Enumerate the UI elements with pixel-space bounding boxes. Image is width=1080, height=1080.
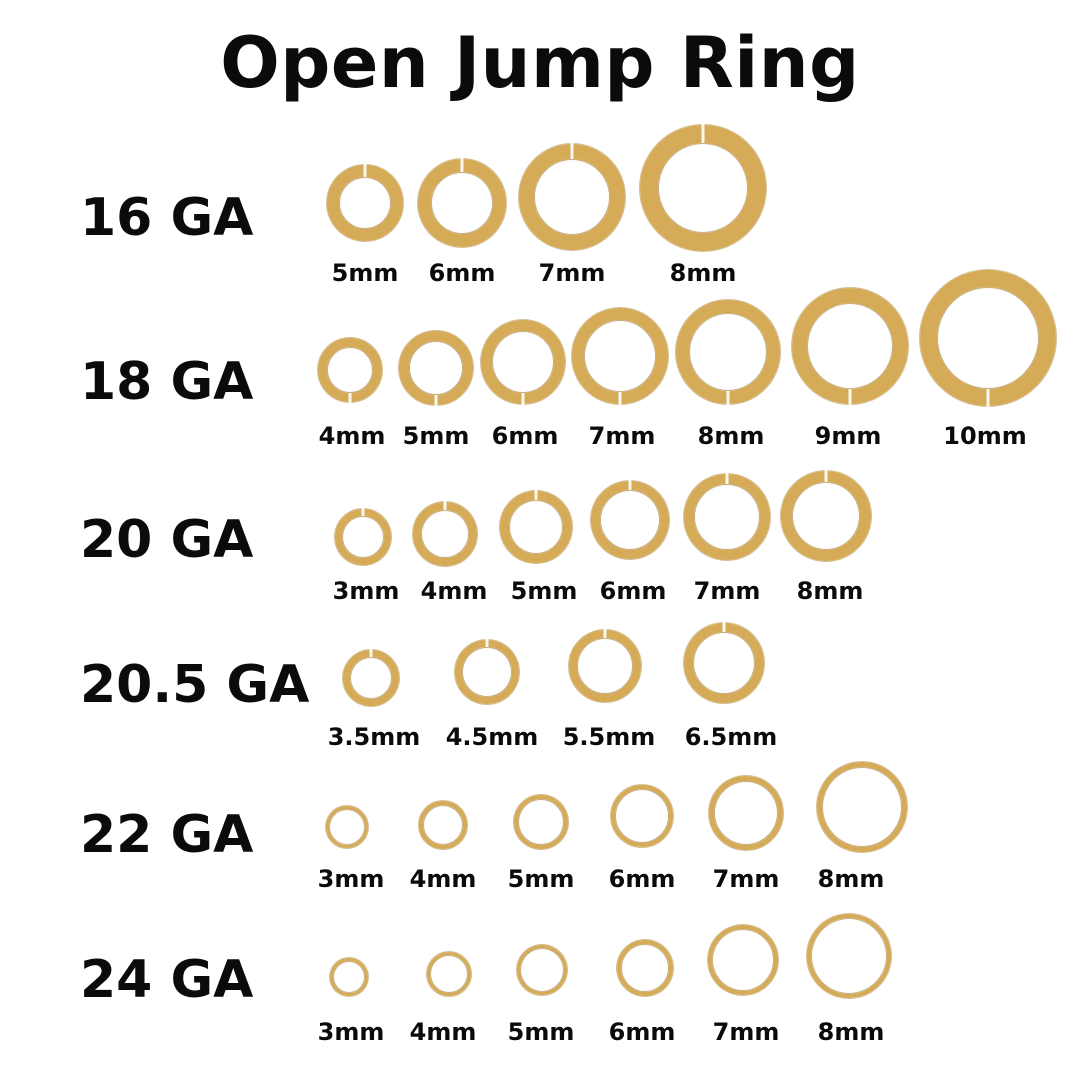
jump-ring-image [399, 331, 473, 405]
gauge-label: 20.5 GA [80, 655, 310, 715]
ring-size-label: 8mm [796, 577, 864, 605]
ring-size-label: 3mm [317, 1018, 385, 1046]
gauge-label: 22 GA [80, 805, 254, 865]
ring-size-label: 3mm [317, 865, 385, 893]
ring-size-label: 4mm [318, 422, 386, 450]
jump-ring-image [684, 623, 764, 703]
jump-ring-image [591, 481, 669, 559]
ring-size-label: 6mm [608, 865, 676, 893]
jump-ring-image [326, 806, 368, 848]
jump-ring-image [343, 650, 399, 706]
jump-ring-image [676, 300, 780, 404]
page-title: Open Jump Ring [220, 22, 860, 104]
ring-size-label: 5mm [507, 865, 575, 893]
jump-ring-image [617, 940, 673, 996]
gauge-label: 20 GA [80, 510, 254, 570]
jump-ring-image [330, 958, 368, 996]
ring-size-label: 7mm [693, 577, 761, 605]
ring-size-label: 5mm [402, 422, 470, 450]
ring-size-label: 5mm [510, 577, 578, 605]
jump-ring-image [514, 795, 568, 849]
ring-size-label: 5mm [507, 1018, 575, 1046]
jump-ring-image [455, 640, 519, 704]
jump-ring-image [335, 509, 391, 565]
jump-ring-image [817, 762, 907, 852]
ring-size-label: 6mm [608, 1018, 676, 1046]
ring-size-label: 6mm [491, 422, 559, 450]
ring-size-label: 4mm [420, 577, 488, 605]
gauge-label: 18 GA [80, 352, 254, 412]
gauge-label: 24 GA [80, 950, 254, 1010]
ring-size-label: 4mm [409, 1018, 477, 1046]
ring-size-label: 4mm [409, 865, 477, 893]
jump-ring-image [709, 776, 783, 850]
jump-ring-image [781, 471, 871, 561]
ring-size-label: 7mm [712, 1018, 780, 1046]
jump-ring-image [418, 159, 506, 247]
ring-size-label: 3mm [332, 577, 400, 605]
ring-size-label: 10mm [943, 422, 1027, 450]
jump-ring-image [920, 270, 1056, 406]
jump-ring-image [327, 165, 403, 241]
ring-size-label: 7mm [538, 259, 606, 287]
jump-ring-image [413, 502, 477, 566]
jump-ring-image [519, 144, 625, 250]
ring-size-label: 8mm [817, 865, 885, 893]
ring-size-label: 7mm [588, 422, 656, 450]
ring-size-label: 8mm [817, 1018, 885, 1046]
jump-ring-image [684, 474, 770, 560]
ring-size-label: 8mm [697, 422, 765, 450]
ring-size-label: 8mm [669, 259, 737, 287]
ring-size-label: 3.5mm [327, 723, 421, 751]
ring-size-label: 5mm [331, 259, 399, 287]
jump-ring-image [569, 630, 641, 702]
jump-ring-image [611, 785, 673, 847]
jump-ring-image [807, 914, 891, 998]
jump-ring-image [517, 945, 567, 995]
jump-ring-image [572, 308, 668, 404]
jump-ring-image [708, 925, 778, 995]
ring-size-label: 5.5mm [562, 723, 656, 751]
jump-ring-image [427, 952, 471, 996]
ring-size-label: 4.5mm [445, 723, 539, 751]
ring-size-label: 6mm [428, 259, 496, 287]
jump-ring-image [419, 801, 467, 849]
jump-ring-image [640, 125, 766, 251]
gauge-label: 16 GA [80, 188, 254, 248]
jump-ring-image [500, 491, 572, 563]
ring-size-label: 6mm [599, 577, 667, 605]
ring-size-label: 6.5mm [684, 723, 778, 751]
jump-ring-image [318, 338, 382, 402]
jump-ring-image [481, 320, 565, 404]
jump-ring-image [792, 288, 908, 404]
ring-size-label: 7mm [712, 865, 780, 893]
